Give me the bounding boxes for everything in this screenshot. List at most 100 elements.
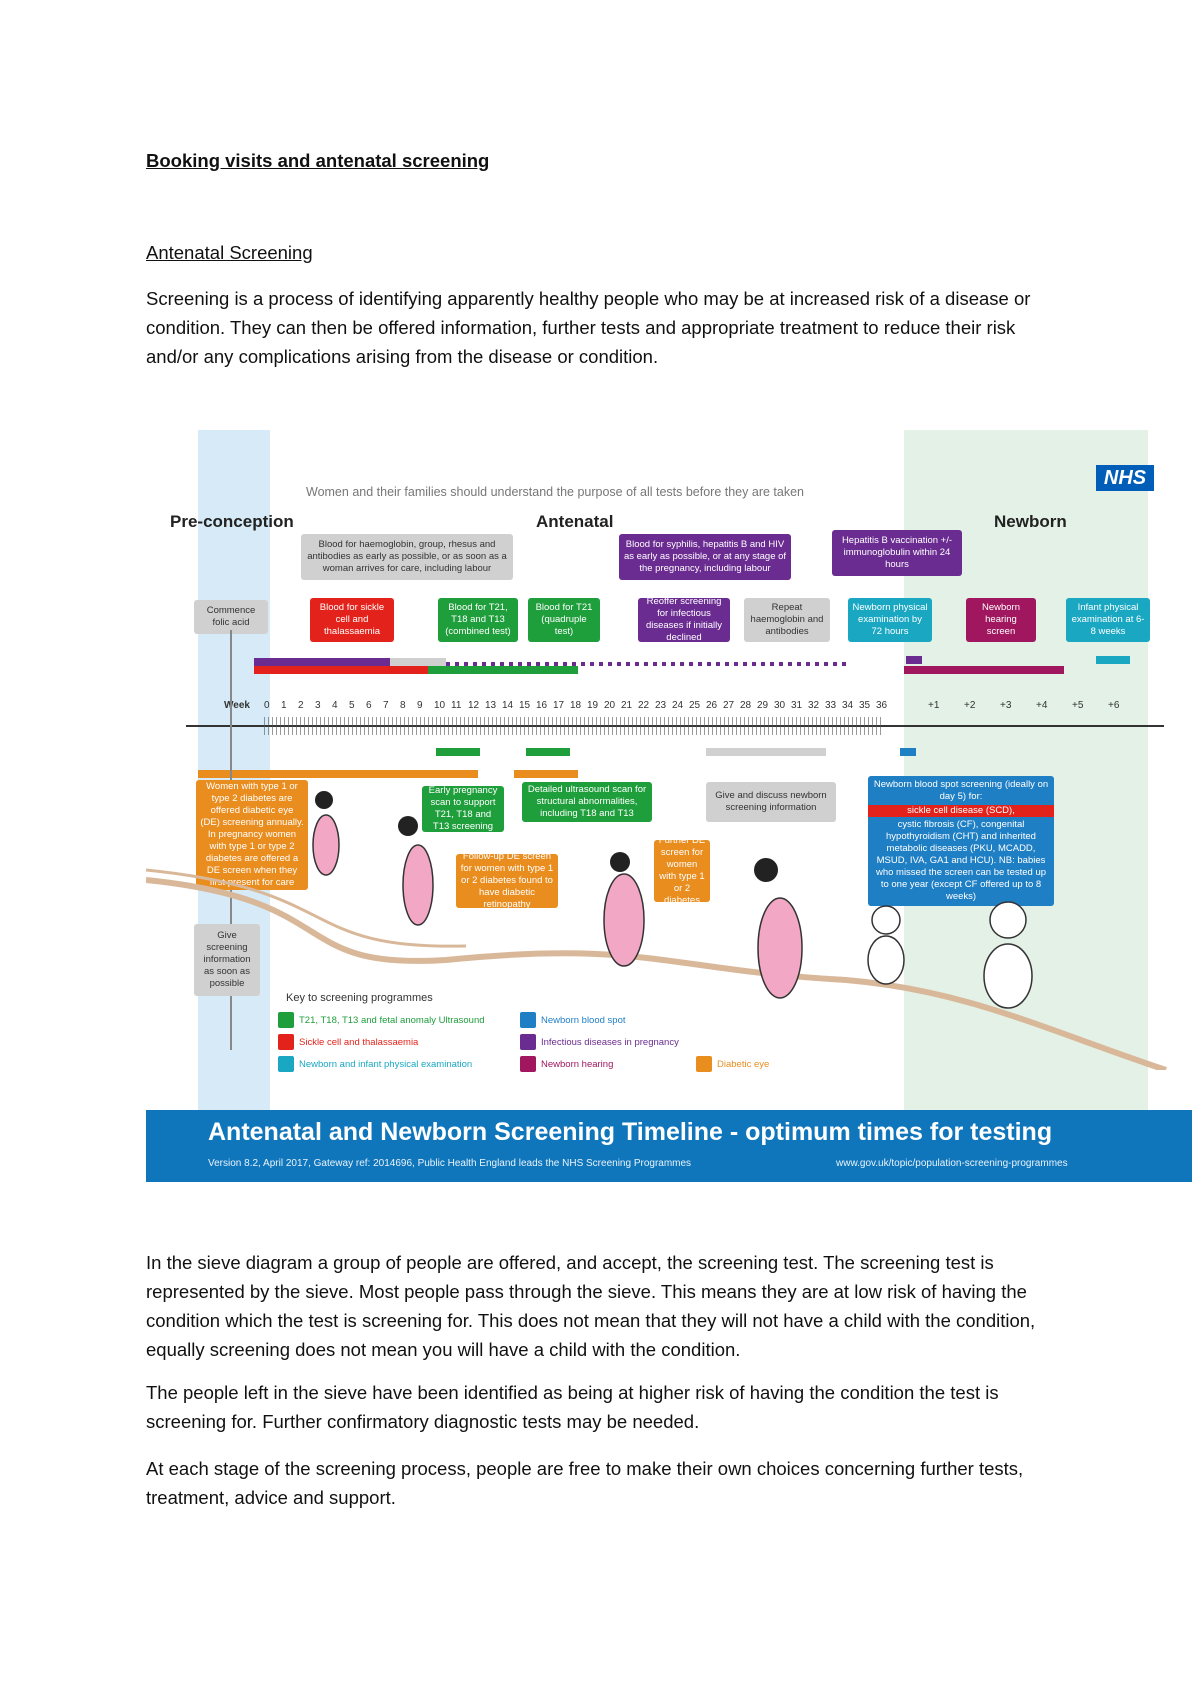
key-swatch-icon xyxy=(520,1034,536,1050)
week-number: 15 xyxy=(519,700,531,711)
week-number: 3 xyxy=(315,700,321,711)
week-number: 30 xyxy=(774,700,786,711)
key-item: Diabetic eye xyxy=(696,1056,769,1072)
week-number: 28 xyxy=(740,700,752,711)
newborn-week-number: +4 xyxy=(1036,700,1048,711)
key-swatch-icon xyxy=(278,1056,294,1072)
bar-detailed-scan xyxy=(526,748,570,756)
box-blood-haemoglobin: Blood for haemoglobin, group, rhesus and… xyxy=(301,534,513,580)
footer-url: www.gov.uk/topic/population-screening-pr… xyxy=(836,1158,1068,1169)
week-number: 21 xyxy=(621,700,633,711)
week-number: 24 xyxy=(672,700,684,711)
week-number: 16 xyxy=(536,700,548,711)
week-number: 0 xyxy=(264,700,270,711)
week-number: 18 xyxy=(570,700,582,711)
phase-preconception: Pre-conception xyxy=(170,512,294,531)
week-number: 7 xyxy=(383,700,389,711)
key-item: Sickle cell and thalassaemia xyxy=(278,1034,418,1050)
bar-blood-spot xyxy=(900,748,916,756)
screening-timeline-infographic: NHS Women and their families should unde… xyxy=(146,430,1192,1182)
week-number: 17 xyxy=(553,700,565,711)
key-label: Diabetic eye xyxy=(717,1058,770,1070)
week-number: 31 xyxy=(791,700,803,711)
key-swatch-icon xyxy=(520,1012,536,1028)
key-swatch-icon xyxy=(520,1056,536,1072)
bar-diabetic-eye xyxy=(198,770,478,778)
box-reoffer-screening: Reoffer screening for infectious disease… xyxy=(638,596,730,643)
week-number: 35 xyxy=(859,700,871,711)
week-number: 27 xyxy=(723,700,735,711)
body-paragraph-1: In the sieve diagram a group of people a… xyxy=(146,1252,1036,1360)
week-number: 8 xyxy=(400,700,406,711)
purpose-note: Women and their families should understa… xyxy=(306,485,804,499)
box-repeat-haemoglobin: Repeat haemoglobin and antibodies xyxy=(744,598,830,642)
key-title: Key to screening programmes xyxy=(286,992,433,1004)
box-newborn-exam: Newborn physical examination by 72 hours xyxy=(848,598,932,642)
week-number: 29 xyxy=(757,700,769,711)
week-number: 14 xyxy=(502,700,514,711)
week-number: 5 xyxy=(349,700,355,711)
box-quadruple-test: Blood for T21 (quadruple test) xyxy=(528,598,600,642)
body-paragraph-2: The people left in the sieve have been i… xyxy=(146,1382,999,1432)
bar-t21 xyxy=(428,666,578,674)
nhs-logo: NHS xyxy=(1096,465,1154,491)
week-number: 12 xyxy=(468,700,480,711)
newborn-week-number: +1 xyxy=(928,700,940,711)
bar-infectious xyxy=(254,658,434,666)
week-number: 10 xyxy=(434,700,446,711)
week-number: 25 xyxy=(689,700,701,711)
week-number: 11 xyxy=(451,700,462,711)
key-item: Infectious diseases in pregnancy xyxy=(520,1034,679,1050)
bar-newborn-hearing xyxy=(904,666,1064,674)
bar-haemoglobin xyxy=(390,658,446,666)
newborn-week-number: +2 xyxy=(964,700,976,711)
intro-paragraph: Screening is a process of identifying ap… xyxy=(146,288,1031,367)
phase-antenatal: Antenatal xyxy=(536,512,614,531)
key-label: Infectious diseases in pregnancy xyxy=(541,1036,679,1048)
bar-infectious-dotted xyxy=(446,662,846,666)
key-item: T21, T18, T13 and fetal anomaly Ultrasou… xyxy=(278,1012,485,1028)
bar-give-discuss xyxy=(706,748,826,756)
week-number: 13 xyxy=(485,700,497,711)
week-label: Week xyxy=(224,700,250,711)
week-number: 36 xyxy=(876,700,888,711)
page-title: Booking visits and antenatal screening xyxy=(146,150,490,171)
key-label: Newborn hearing xyxy=(541,1058,614,1070)
box-newborn-blood-spot: Newborn blood spot screening (ideally on… xyxy=(868,776,1054,906)
box-blood-syphilis: Blood for syphilis, hepatitis B and HIV … xyxy=(619,534,791,580)
week-number: 34 xyxy=(842,700,854,711)
box-give-info: Give screening information as soon as po… xyxy=(194,924,260,996)
bar-early-scan xyxy=(436,748,480,756)
box-give-discuss: Give and discuss newborn screening infor… xyxy=(706,782,836,822)
box-detailed-scan: Detailed ultrasound scan for structural … xyxy=(522,782,652,822)
key-label: Newborn blood spot xyxy=(541,1014,626,1026)
key-item: Newborn hearing xyxy=(520,1056,613,1072)
key-swatch-icon xyxy=(278,1012,294,1028)
key-item: Newborn blood spot xyxy=(520,1012,626,1028)
bar-hep-b xyxy=(906,656,922,664)
section-heading: Antenatal Screening xyxy=(146,242,313,263)
bar-followup-de xyxy=(514,770,578,778)
box-combined-test: Blood for T21, T18 and T13 (combined tes… xyxy=(438,598,518,642)
key-label: Newborn and infant physical examination xyxy=(299,1058,473,1070)
week-number: 20 xyxy=(604,700,616,711)
box-newborn-hearing: Newborn hearing screen xyxy=(966,598,1036,642)
week-number: 22 xyxy=(638,700,650,711)
newborn-week-number: +6 xyxy=(1108,700,1120,711)
week-number: 6 xyxy=(366,700,372,711)
key-item: Newborn and infant physical examination xyxy=(278,1056,472,1072)
newborn-week-number: +3 xyxy=(1000,700,1012,711)
box-followup-de: Follow-up DE screen for women with type … xyxy=(456,851,558,910)
week-number: 2 xyxy=(298,700,304,711)
newborn-week-number: +5 xyxy=(1072,700,1084,711)
body-paragraph-3: At each stage of the screening process, … xyxy=(146,1458,1024,1508)
week-number: 19 xyxy=(587,700,599,711)
key-label: Sickle cell and thalassaemia xyxy=(299,1036,419,1048)
pathway-road xyxy=(146,791,1167,1070)
week-number: 9 xyxy=(417,700,423,711)
box-diabetes-screening: Women with type 1 or type 2 diabetes are… xyxy=(196,780,308,890)
key-swatch-icon xyxy=(696,1056,712,1072)
key-swatch-icon xyxy=(278,1034,294,1050)
footer-title: Antenatal and Newborn Screening Timeline… xyxy=(208,1118,1053,1146)
week-number: 33 xyxy=(825,700,837,711)
